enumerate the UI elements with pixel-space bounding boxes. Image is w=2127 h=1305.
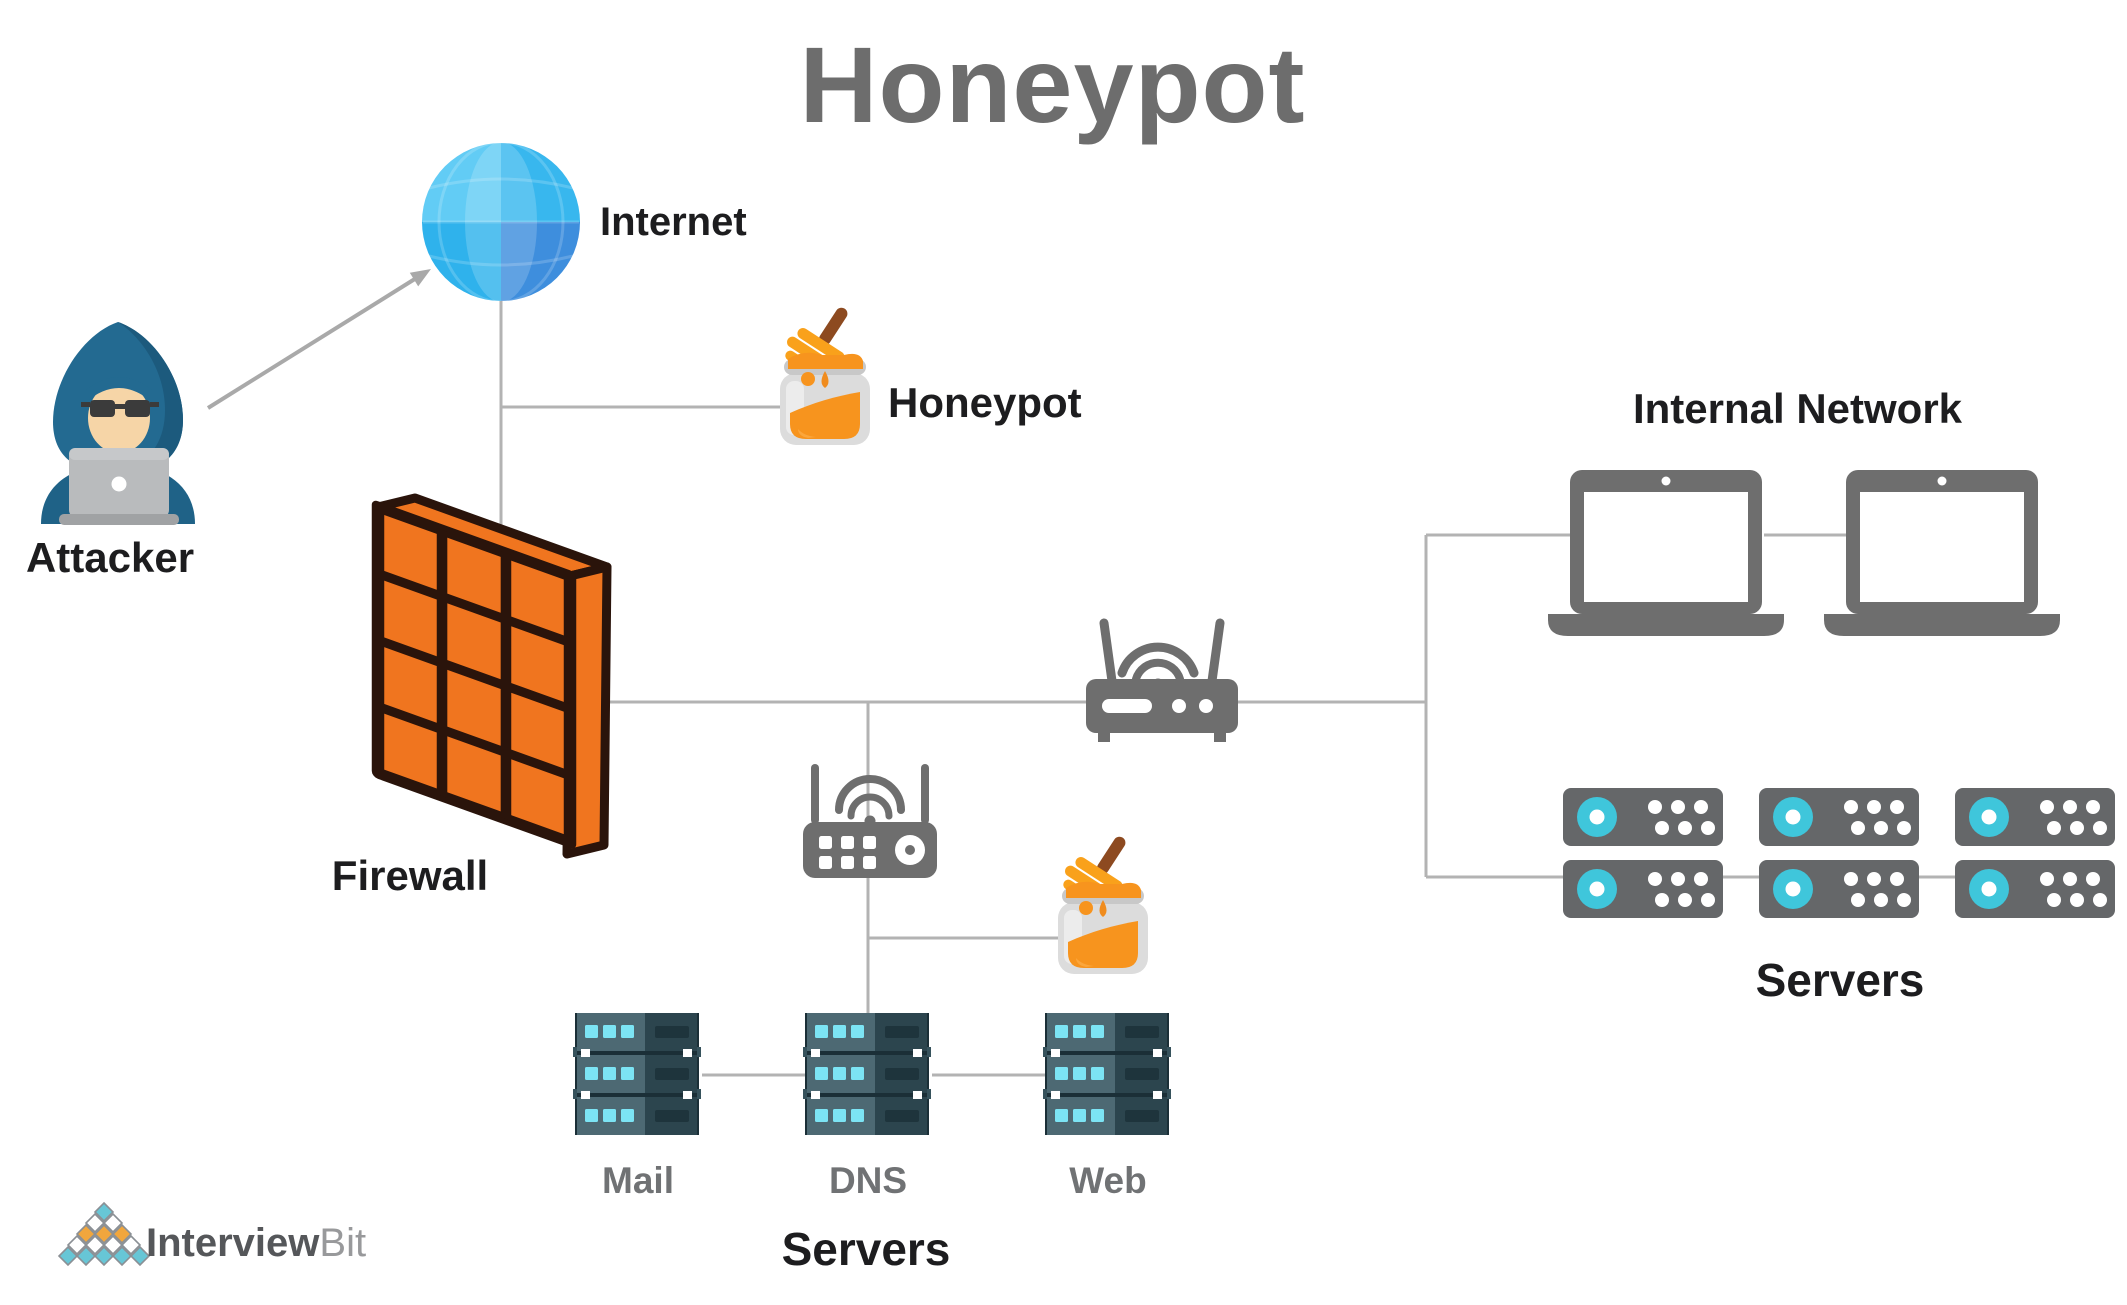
interviewbit-logo-text: InterviewBit — [146, 1221, 366, 1266]
rack-server-1 — [1563, 788, 1723, 846]
rack-server-6 — [1955, 860, 2115, 918]
attacker-laptop-icon — [59, 448, 179, 525]
rack-server-4 — [1563, 860, 1723, 918]
dns-server-icon — [803, 1013, 931, 1135]
internet-label: Internet — [600, 200, 747, 244]
rack-server-3 — [1955, 788, 2115, 846]
laptop-1-icon — [1548, 470, 1784, 636]
logo-interview: Interview — [146, 1221, 320, 1265]
honeypot-jar-icon — [772, 291, 871, 445]
rack-server-2 — [1759, 788, 1919, 846]
page-title: Honeypot — [799, 24, 1306, 145]
connector-lines — [499, 300, 1956, 1077]
internet-globe-icon — [422, 143, 580, 301]
internal-network-label: Internal Network — [1632, 385, 1963, 432]
web-server-icon — [1043, 1013, 1171, 1135]
mail-server-icon — [573, 1013, 701, 1135]
laptop-2-icon — [1824, 470, 2060, 636]
honeypot-label: Honeypot — [888, 379, 1082, 426]
rack-server-5 — [1759, 860, 1919, 918]
firewall-icon — [371, 493, 612, 859]
attack-arrow — [206, 269, 431, 410]
dmz-router-icon — [803, 764, 937, 878]
logo-bit: Bit — [319, 1221, 367, 1265]
mail-label: Mail — [602, 1160, 674, 1201]
internal-servers-label: Servers — [1755, 954, 1925, 1006]
honeypot-jar2-icon — [1050, 820, 1149, 974]
dns-label: DNS — [828, 1160, 908, 1201]
wifi-router-icon — [1086, 618, 1238, 742]
attacker-label: Attacker — [25, 534, 195, 581]
interviewbit-logo-icon — [57, 1201, 151, 1267]
web-label: Web — [1069, 1160, 1147, 1201]
attacker-icon — [41, 322, 195, 525]
dmz-servers-label: Servers — [781, 1223, 951, 1275]
sunglasses-icon — [81, 400, 159, 417]
firewall-label: Firewall — [331, 852, 489, 899]
